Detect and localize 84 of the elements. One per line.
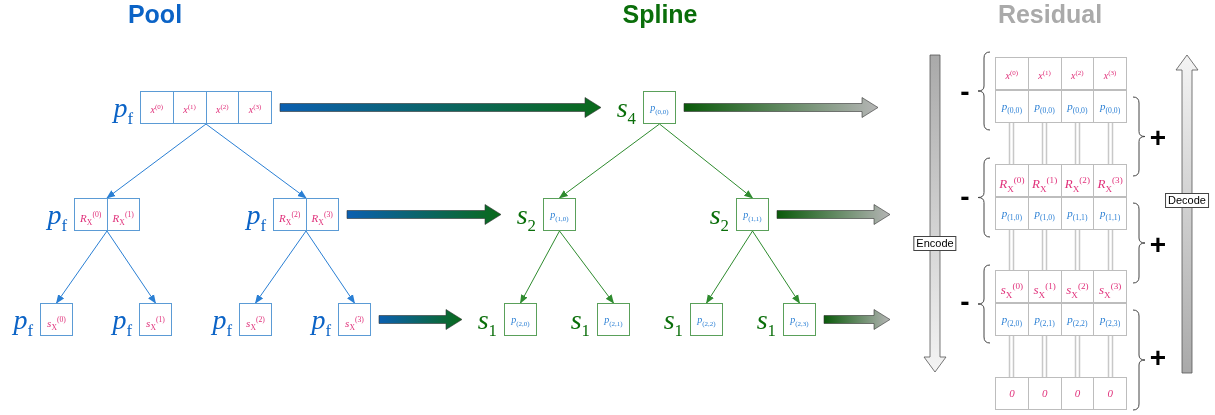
table-cell-text: p$_{(2,0)}$ — [1000, 312, 1023, 331]
arrow — [559, 230, 615, 304]
array-cell-text: p$_{(1,0)}$ — [549, 208, 570, 225]
minus-sign: - — [960, 288, 970, 316]
minus-sign: - — [960, 183, 970, 211]
column-title: Pool — [127, 2, 183, 27]
node-symbol: s$_{2}$ — [709, 201, 729, 235]
table-cell: p$_{(1,0)}$ — [1027, 198, 1061, 229]
arrow-label: Decode — [1165, 193, 1209, 208]
table-row — [995, 303, 1127, 336]
arrow — [56, 230, 108, 304]
array-cell-text: p$_{(2,3)}$ — [789, 313, 810, 330]
table-cell: p$_{(2,1)}$ — [1027, 304, 1061, 335]
column-title: Spline — [622, 2, 698, 27]
table-cell-text: x$^{(0)}$ — [1004, 68, 1020, 84]
array-cell-text: x$^{(0)}$ — [149, 102, 165, 118]
table-cell-text: p$_{(0,0)}$ — [1000, 99, 1023, 118]
node-symbol: s$_{2}$ — [516, 201, 536, 235]
table-row — [995, 164, 1127, 197]
node-symbol: s$_{1}$ — [756, 306, 776, 340]
arrow — [520, 230, 560, 304]
table-cell: p$_{(1,1)}$ — [1060, 198, 1094, 229]
block-arrow — [378, 309, 463, 330]
table-cell-text: p$_{(1,0)}$ — [1000, 206, 1023, 225]
minus-sign: - — [960, 78, 970, 106]
node-symbol: s$_{1}$ — [663, 306, 683, 340]
table-cell: 0 — [1060, 378, 1094, 409]
arrow — [255, 230, 307, 304]
arrow — [706, 230, 753, 304]
column-title: Residual — [997, 2, 1103, 27]
table-cell: p$_{(2,3)}$ — [1093, 304, 1126, 335]
arrow — [752, 230, 800, 304]
table-cell: 0 — [1027, 378, 1061, 409]
table-cell: p$_{(0,0)}$ — [1027, 91, 1061, 122]
array-cell: x$^{(3)}$ — [238, 92, 271, 123]
plus-sign: + — [1149, 231, 1167, 259]
connector-pipe — [1008, 122, 1114, 165]
node-symbol: s$_{1}$ — [477, 306, 497, 340]
connector-pipe — [1008, 335, 1114, 378]
table-cell: p$_{(1,1)}$ — [1093, 198, 1126, 229]
array-cell-text: p$_{(2,1)}$ — [603, 313, 624, 330]
connector-pipe — [1008, 229, 1114, 271]
node-symbol: s$_{4}$ — [616, 94, 636, 128]
node-symbol: p$_{f}$ — [246, 201, 266, 235]
node-symbol: p$_{f}$ — [112, 306, 132, 340]
arrow — [205, 123, 307, 199]
plus-sign: + — [1149, 124, 1167, 152]
node-symbol: p$_{f}$ — [212, 306, 232, 340]
table-row — [995, 377, 1127, 410]
table-row — [995, 90, 1127, 123]
arrow — [106, 230, 156, 304]
array-cell-text: p$_{(1,1)}$ — [742, 208, 763, 225]
table-cell: p$_{(0,0)}$ — [1093, 91, 1126, 122]
plus-sign: + — [1149, 344, 1167, 372]
node-symbol: p$_{f}$ — [113, 94, 133, 128]
table-cell: x$^{(2)}$ — [1060, 58, 1094, 89]
arrow-label: Encode — [913, 236, 957, 251]
block-arrow — [683, 97, 879, 118]
array-cell-text: p$_{(2,2)}$ — [696, 313, 717, 330]
table-cell-text: 0 — [1008, 386, 1016, 401]
table-cell: x$^{(1)}$ — [1027, 58, 1061, 89]
arrow — [659, 123, 754, 199]
block-arrow — [823, 309, 891, 330]
block-arrow — [776, 204, 891, 225]
table-cell: p$_{(2,2)}$ — [1060, 304, 1094, 335]
array-cell: x$^{(2)}$ — [205, 92, 239, 123]
node-symbol: p$_{f}$ — [47, 201, 67, 235]
node-symbol: p$_{f}$ — [13, 306, 33, 340]
table-cell: p$_{(0,0)}$ — [1060, 91, 1094, 122]
table-row — [995, 270, 1127, 303]
array-cell-text: p$_{(2,0)}$ — [510, 313, 531, 330]
array-cell-text: p$_{(0,0)}$ — [649, 101, 670, 118]
arrow — [106, 123, 207, 199]
table-cell: 0 — [1093, 378, 1126, 409]
array-cell: x$^{(1)}$ — [172, 92, 206, 123]
node-symbol: s$_{1}$ — [570, 306, 590, 340]
table-cell: x$^{(3)}$ — [1093, 58, 1126, 89]
node-symbol: p$_{f}$ — [311, 306, 331, 340]
arrow — [558, 123, 660, 199]
table-row — [995, 197, 1127, 230]
block-arrow — [346, 204, 502, 225]
block-arrow — [279, 97, 602, 118]
table-row — [995, 57, 1127, 90]
arrow — [305, 230, 355, 304]
